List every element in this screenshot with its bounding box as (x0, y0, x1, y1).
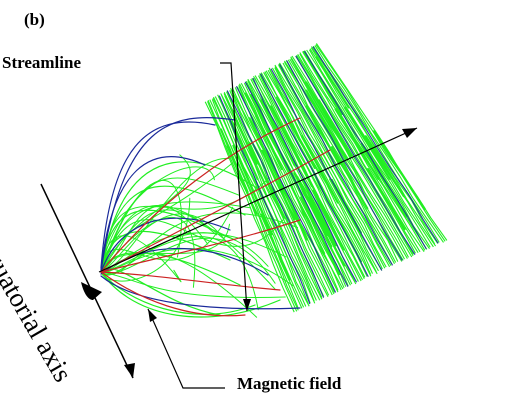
green-tail-fill (366, 168, 406, 231)
green-tail-fill (261, 149, 296, 221)
red-streamline (100, 117, 301, 273)
green-tail-line (204, 101, 295, 313)
green-tail-line (243, 82, 345, 289)
green-tail-fill (260, 213, 291, 281)
green-tail-fill (276, 96, 316, 169)
green-tail-fill (343, 106, 391, 180)
green-nose-loop (100, 217, 285, 273)
equatorial-axis-arrowhead (124, 363, 135, 378)
streamline-leader-line (220, 62, 248, 312)
green-tail-line (309, 48, 437, 247)
dark-tail-line (303, 50, 427, 250)
magnetic-field-leader-arrowhead (148, 309, 157, 322)
green-nose-loop (100, 166, 215, 273)
green-tail-line (264, 71, 374, 274)
equatorial-axis-line (40, 183, 134, 379)
green-tail-line (259, 74, 366, 278)
green-tail-fill (278, 120, 319, 198)
green-tail-line (267, 69, 377, 272)
red-streamline (100, 149, 331, 273)
green-nose-loop (100, 271, 256, 315)
green-nose-loop (100, 235, 182, 283)
green-tail-line (254, 77, 359, 282)
green-tail-fill (315, 56, 350, 109)
green-tail-line (269, 69, 379, 272)
dark-tail-line (235, 86, 337, 293)
green-tail-line (230, 89, 329, 297)
green-tail-fill (231, 120, 259, 181)
green-nose-loop (100, 204, 276, 290)
green-tail-fill (300, 135, 339, 204)
green-tail-line (258, 75, 365, 280)
red-streamline (100, 219, 301, 273)
green-tail-line (274, 66, 387, 268)
green-tail-fill (329, 178, 362, 237)
green-tail-fill (361, 145, 408, 218)
green-tail-fill (254, 114, 283, 171)
green-tail-fill (330, 146, 369, 210)
dark-tail-line (218, 95, 311, 305)
dark-nose-loop (100, 217, 231, 273)
green-tail-line (289, 58, 408, 259)
green-tail-fill (232, 144, 271, 231)
planet-body (81, 282, 102, 300)
green-nose-loop (100, 161, 261, 273)
green-tail-fill (305, 81, 352, 158)
green-nose-loop (100, 213, 225, 273)
green-tail-fill (308, 196, 345, 267)
green-tail-fill (302, 50, 343, 116)
dark-nose-loop (100, 117, 236, 273)
green-tail-fill (305, 105, 341, 166)
dark-tail-line (312, 46, 439, 244)
red-streamline (100, 271, 246, 317)
green-field-line-mesh (100, 43, 448, 318)
dark-tail-line (244, 81, 349, 288)
magnetic-field-leader-line (147, 308, 225, 389)
green-tail-fill (300, 196, 341, 276)
green-tail-line (225, 91, 323, 300)
green-tail-line (238, 85, 339, 293)
dark-tail-line (260, 73, 369, 278)
green-tail-fill (317, 99, 353, 157)
streamline-label: Streamline (2, 53, 82, 72)
green-nose-loop (100, 271, 286, 299)
dark-nose-loop (100, 121, 216, 269)
green-tail-line (212, 96, 307, 307)
dark-tail-line (295, 55, 416, 255)
green-tail-line (303, 52, 426, 251)
magnetic-field-label: Magnetic field (237, 374, 342, 393)
green-tail-fill (289, 184, 326, 255)
green-tail-line (310, 46, 439, 244)
green-nose-loop (100, 177, 240, 273)
green-tail-line (314, 45, 444, 243)
dark-nose-loop (100, 156, 206, 271)
green-tail-fill (293, 171, 333, 248)
green-tail-line (284, 61, 399, 262)
green-tail-fill (334, 108, 380, 180)
green-tail-fill (302, 180, 337, 247)
central-axis-arrowhead (402, 128, 417, 138)
central-axis-line (98, 127, 418, 273)
panel-label: (b) (24, 10, 45, 29)
green-tail-line (291, 55, 414, 257)
green-tail-fill (260, 98, 296, 167)
green-tail-fill (312, 189, 345, 251)
dark-nose-loop (100, 275, 301, 310)
dark-tail-line (226, 90, 325, 298)
red-streamline (100, 271, 281, 291)
green-tail-line (238, 84, 339, 291)
green-tail-fill (364, 135, 405, 198)
green-tail-line (214, 96, 310, 307)
green-tail-fill (305, 89, 348, 161)
streamline-leader-arrowhead (243, 299, 251, 311)
green-tail-fill (230, 107, 258, 166)
green-nose-loop (100, 212, 299, 276)
green-tail-line (220, 93, 315, 302)
dark-tail-line (252, 77, 358, 283)
green-tail-line (306, 49, 431, 248)
red-streamlines (100, 117, 331, 317)
